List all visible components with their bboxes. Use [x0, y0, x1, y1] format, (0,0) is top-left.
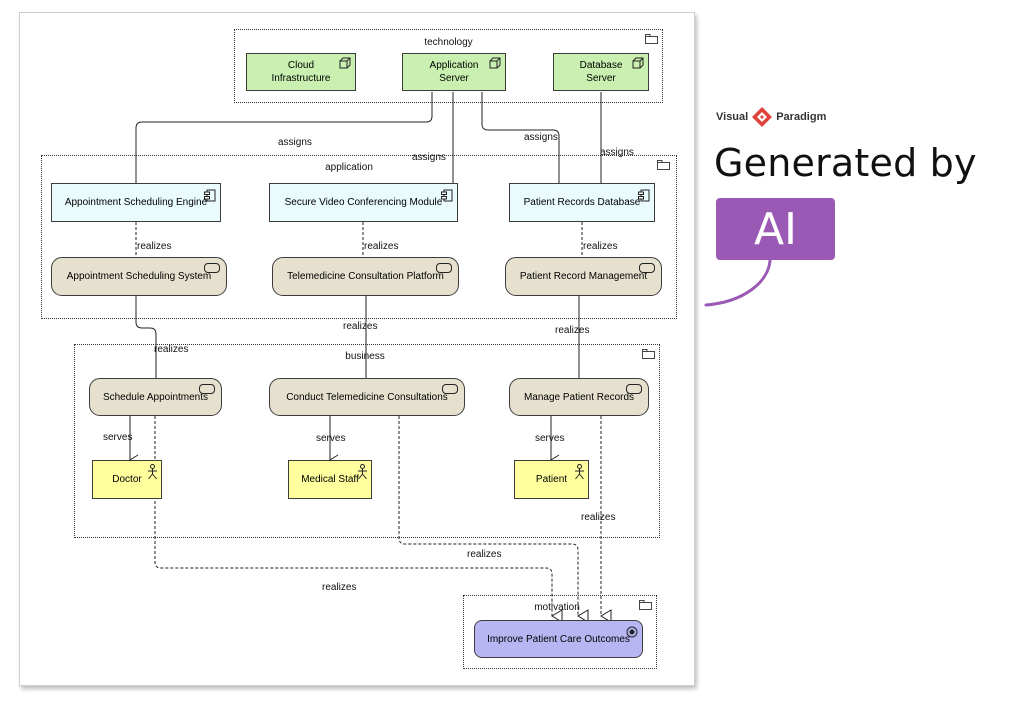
- application-layer-label: application: [325, 162, 373, 173]
- patient-records-database[interactable]: Patient Records Database: [509, 183, 655, 222]
- actor-icon: [148, 464, 157, 480]
- patient-actor[interactable]: Patient: [514, 460, 589, 499]
- component-icon: [638, 189, 650, 202]
- technology-layer-label: technology: [424, 37, 473, 48]
- ai-badge-text: AI: [753, 203, 798, 255]
- folder-icon: [642, 349, 655, 359]
- scheduling-system-label: Appointment Scheduling System: [66, 271, 212, 282]
- realizes-label: realizes: [137, 241, 172, 252]
- folder-icon: [639, 600, 652, 610]
- conduct-consultations-label: Conduct Telemedicine Consultations: [286, 391, 448, 403]
- actor-icon: [575, 464, 584, 480]
- manage-patient-records[interactable]: Manage Patient Records: [509, 378, 649, 416]
- medical-staff-label: Medical Staff: [301, 474, 359, 485]
- cloud-infrastructure-label: Cloud Infrastructure: [271, 60, 331, 84]
- service-icon: [442, 384, 458, 394]
- improve-patient-care-outcomes-goal[interactable]: Improve Patient Care Outcomes: [474, 620, 643, 658]
- motivation-layer-label: motivation: [534, 602, 580, 613]
- node-icon: [489, 57, 501, 69]
- doctor-label: Doctor: [112, 474, 142, 485]
- realizes-label: realizes: [555, 325, 590, 336]
- manage-records-label: Manage Patient Records: [523, 391, 635, 403]
- realizes-label: realizes: [343, 321, 378, 332]
- realizes-label: realizes: [583, 241, 618, 252]
- business-layer: business: [74, 344, 660, 538]
- medical-staff-actor[interactable]: Medical Staff: [288, 460, 372, 499]
- doctor-actor[interactable]: Doctor: [92, 460, 162, 499]
- technology-layer: technology: [234, 29, 663, 103]
- service-icon: [626, 384, 642, 394]
- realizes-label: realizes: [581, 512, 616, 523]
- record-mgmt-label: Patient Record Management: [519, 271, 648, 282]
- motivation-layer: motivation: [463, 595, 657, 669]
- patient-label: Patient: [535, 474, 568, 485]
- serves-label: serves: [316, 433, 346, 444]
- patient-record-management[interactable]: Patient Record Management: [505, 257, 662, 296]
- database-server-label: Database Server: [579, 60, 623, 84]
- vp-logo-right: Paradigm: [776, 111, 827, 123]
- business-layer-label: business: [345, 351, 385, 362]
- service-icon: [199, 384, 215, 394]
- node-icon: [339, 57, 351, 69]
- application-layer: application: [41, 155, 677, 319]
- folder-icon: [645, 34, 658, 44]
- service-icon: [639, 263, 655, 273]
- appointment-scheduling-engine[interactable]: Appointment Scheduling Engine: [51, 183, 221, 222]
- target-icon: [626, 626, 638, 638]
- records-db-label: Patient Records Database: [523, 197, 641, 208]
- assigns-label: assigns: [278, 137, 312, 148]
- realizes-label: realizes: [364, 241, 399, 252]
- vp-logo-left: Visual: [716, 111, 749, 123]
- service-icon: [436, 263, 452, 273]
- actor-icon: [358, 464, 367, 480]
- assigns-label: assigns: [524, 132, 558, 143]
- serves-label: serves: [103, 432, 133, 443]
- serves-label: serves: [535, 433, 565, 444]
- component-icon: [441, 189, 453, 202]
- schedule-appointments[interactable]: Schedule Appointments: [89, 378, 222, 416]
- cloud-infrastructure-node[interactable]: Cloud Infrastructure: [246, 53, 356, 91]
- component-icon: [204, 189, 216, 202]
- secure-video-conferencing-module[interactable]: Secure Video Conferencing Module: [269, 183, 458, 222]
- goal-label: Improve Patient Care Outcomes: [487, 633, 630, 645]
- realizes-label: realizes: [154, 344, 189, 355]
- appointment-scheduling-system[interactable]: Appointment Scheduling System: [51, 257, 227, 296]
- service-icon: [204, 263, 220, 273]
- realizes-label: realizes: [467, 549, 502, 560]
- ai-badge: AI: [716, 198, 835, 260]
- schedule-appointments-label: Schedule Appointments: [102, 391, 209, 403]
- application-server-node[interactable]: Application Server: [402, 53, 506, 91]
- database-server-node[interactable]: Database Server: [553, 53, 649, 91]
- scheduling-engine-label: Appointment Scheduling Engine: [64, 197, 208, 208]
- telemedicine-consultation-platform[interactable]: Telemedicine Consultation Platform: [272, 257, 459, 296]
- assigns-label: assigns: [412, 152, 446, 163]
- folder-icon: [657, 160, 670, 170]
- realizes-label: realizes: [322, 582, 357, 593]
- application-server-label: Application Server: [429, 60, 479, 84]
- node-icon: [632, 57, 644, 69]
- conduct-telemedicine-consultations[interactable]: Conduct Telemedicine Consultations: [269, 378, 465, 416]
- diagram-canvas: [19, 12, 695, 686]
- generated-by-text: Generated by: [714, 141, 977, 185]
- visual-paradigm-logo: Visual Paradigm: [716, 106, 826, 128]
- ai-badge-tail: [704, 260, 772, 307]
- video-module-label: Secure Video Conferencing Module: [284, 197, 443, 208]
- telemedicine-platform-label: Telemedicine Consultation Platform: [287, 271, 444, 282]
- assigns-label: assigns: [600, 147, 634, 158]
- vp-diamond-icon: [752, 107, 773, 127]
